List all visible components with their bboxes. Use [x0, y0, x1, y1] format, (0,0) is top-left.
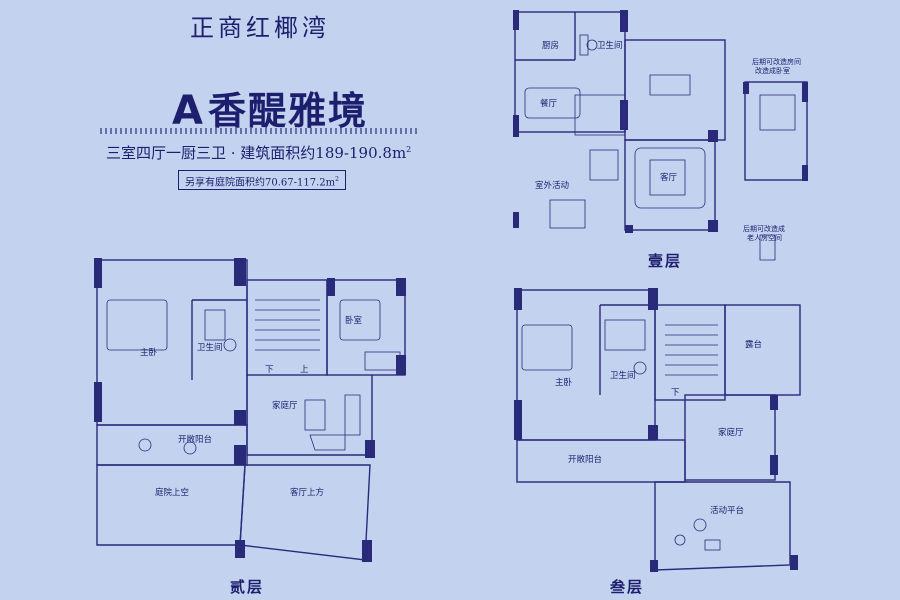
- f1-note-top-line2: 改造成卧室: [755, 66, 790, 75]
- floor-1-plan: 厨房 卫生间 餐厅 客厅 室外活动 后期可改造房间 改造成卧室 后期可改造成 老…: [513, 10, 808, 261]
- yard-note-text: 另享有庭院面积约70.67-117.2m: [185, 177, 336, 189]
- f2-family-label: 家庭厅: [272, 400, 298, 411]
- f3-activity-label: 活动平台: [710, 505, 744, 516]
- f3-bath-label: 卫生间: [610, 370, 636, 381]
- f1-bath-label: 卫生间: [597, 40, 623, 51]
- floor-3-label: 叁层: [610, 578, 645, 596]
- f1-dining-label: 餐厅: [540, 99, 558, 109]
- f3-terrace-label: 露台: [745, 339, 762, 350]
- floor-2-label: 贰层: [230, 578, 265, 596]
- f3-balcony-label: 开敞阳台: [568, 454, 602, 465]
- f2-master-label: 主卧: [140, 347, 158, 358]
- f3-family-label: 家庭厅: [718, 427, 744, 438]
- f2-stair-down: 下: [265, 365, 274, 375]
- f2-garden-void-label: 庭院上空: [155, 487, 189, 498]
- f2-balcony-label: 开敞阳台: [178, 434, 212, 445]
- spec-line: 三室四厅一厨三卫 · 建筑面积约189-190.8m2: [106, 142, 436, 163]
- f1-living-label: 客厅: [660, 172, 678, 183]
- title-text: 香醍雅境: [208, 88, 369, 133]
- title-letter: A: [171, 88, 203, 134]
- yard-note-sup: 2: [335, 176, 339, 183]
- f1-note-bottom-line1: 后期可改造成: [743, 224, 785, 233]
- f2-bedroom-label: 卧室: [345, 315, 363, 326]
- spec-sup: 2: [406, 145, 412, 154]
- f1-note-top-line1: 后期可改造房间: [752, 57, 801, 66]
- f2-living-void-label: 客厅上方: [290, 487, 324, 498]
- f2-stair-up: 上: [300, 365, 309, 375]
- brand-name: 正商红椰湾: [190, 14, 330, 42]
- floor-3-plan: 主卧 卫生间 露台 家庭厅 开敞阳台 活动平台 下: [514, 288, 801, 572]
- f3-stair-down: 下: [671, 388, 680, 398]
- f1-kitchen-label: 厨房: [542, 40, 559, 51]
- yard-area-note: 另享有庭院面积约70.67-117.2m2: [178, 170, 346, 190]
- f1-note-bottom-line2: 老人房空间: [747, 233, 782, 242]
- floor-1-label: 壹层: [648, 252, 683, 270]
- f2-bath-label: 卫生间: [197, 342, 223, 353]
- product-title: A 香醍雅境: [150, 80, 390, 135]
- title-underline: [100, 128, 420, 134]
- f1-outdoor-label: 室外活动: [535, 180, 570, 191]
- floor-2-plan: 主卧 卫生间 卧室 家庭厅 开敞阳台 庭院上空 客厅上方 下 上: [94, 258, 406, 562]
- spec-text: 三室四厅一厨三卫 · 建筑面积约189-190.8m: [106, 144, 407, 162]
- f3-master-label: 主卧: [555, 377, 573, 388]
